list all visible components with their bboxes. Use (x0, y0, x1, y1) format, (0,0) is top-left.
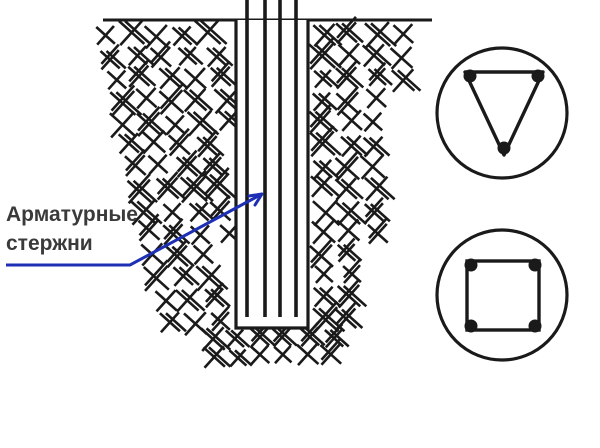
rod-dots (464, 258, 542, 333)
triangle-cage (463, 70, 545, 157)
reinforcement-rods (245, 0, 298, 317)
callout-label-line1: Арматурные (6, 203, 138, 226)
section-outline-circle (435, 228, 569, 362)
triangular-section (435, 46, 569, 180)
square-cage (465, 259, 541, 332)
pile-bore (234, 20, 310, 330)
section-outline-circle (435, 46, 569, 180)
soil-hatch-right (308, 16, 422, 334)
square-section (435, 228, 569, 362)
soil-hatch-left (95, 18, 247, 337)
rod-dots (463, 69, 545, 155)
soil-hatch-bottom (200, 321, 350, 369)
callout-leader (6, 192, 264, 267)
callout-label-line2: стержни (6, 232, 93, 255)
